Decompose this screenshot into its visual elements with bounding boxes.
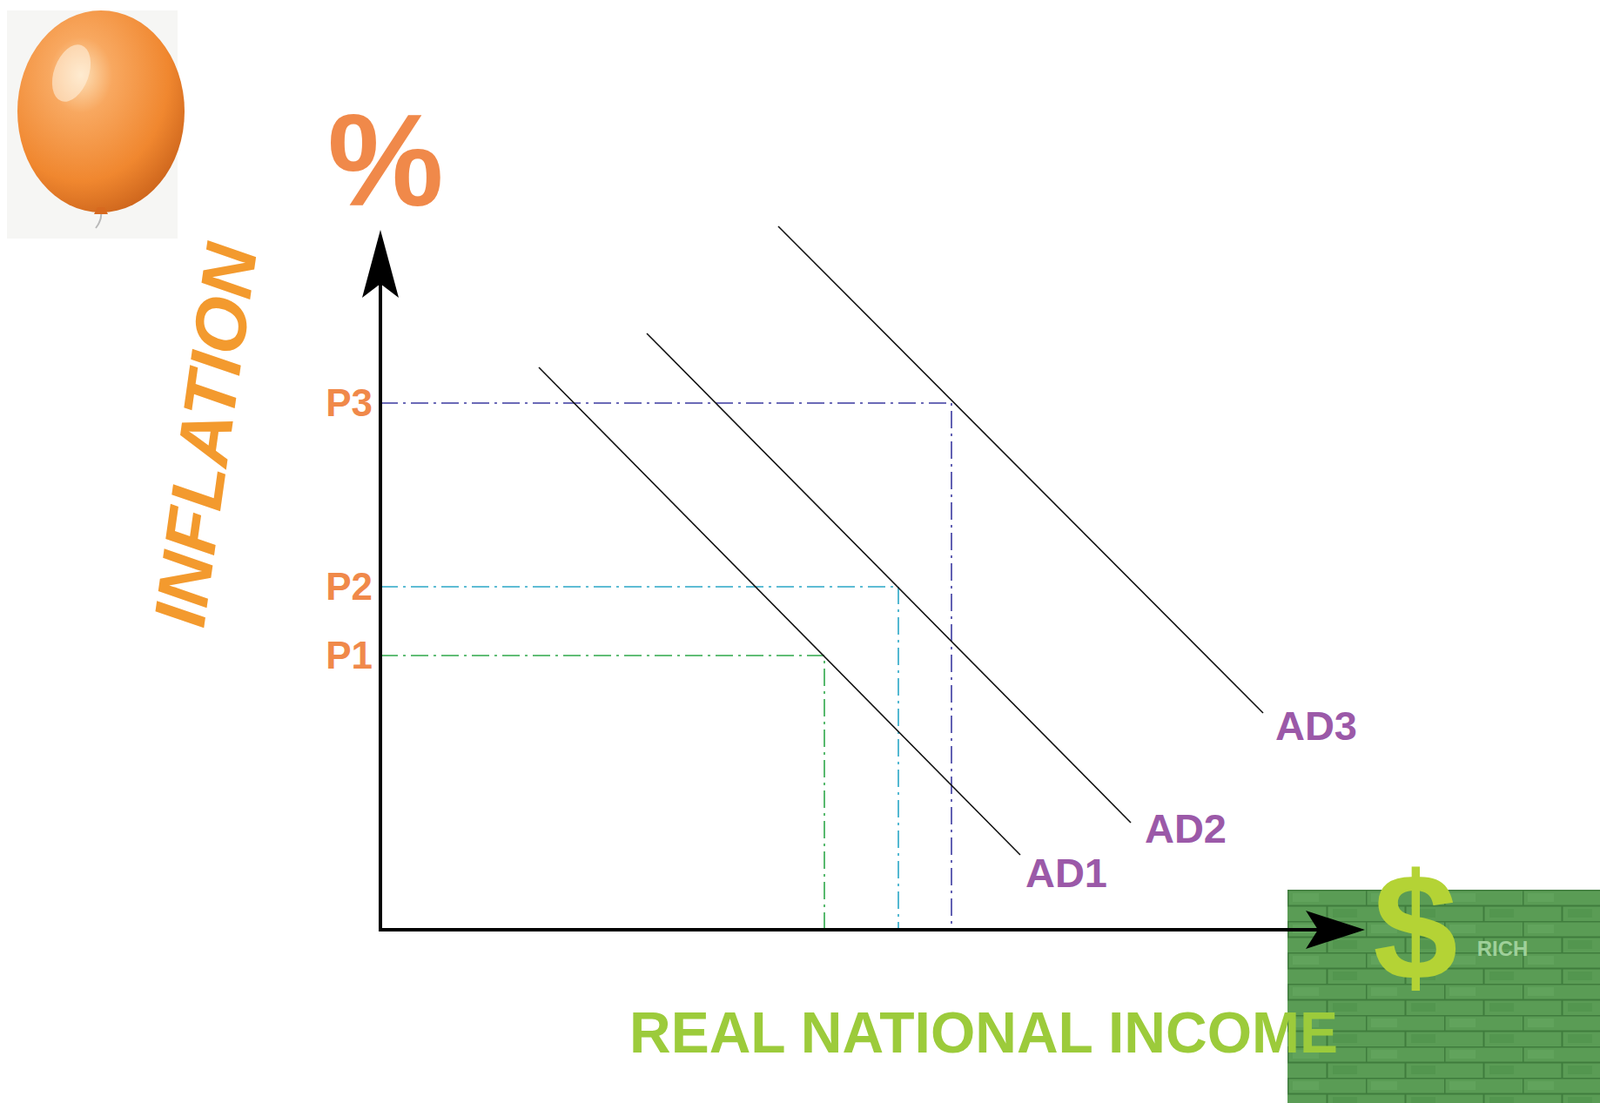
axis-title: INFLATION — [142, 239, 269, 631]
axis-title: REAL NATIONAL INCOME — [629, 1003, 1338, 1062]
p2-guide — [380, 586, 899, 930]
x-axis — [378, 927, 1319, 932]
balloon-knot — [94, 207, 108, 215]
p1-guide — [380, 655, 825, 930]
price-level: P2 — [325, 567, 373, 606]
ad2-curve — [646, 333, 1131, 823]
ad3-curve — [778, 226, 1264, 713]
price-level: P1 — [325, 636, 373, 675]
balloon-highlight — [45, 39, 99, 108]
x-axis-arrowhead — [1305, 910, 1365, 949]
p3-guide — [380, 403, 952, 930]
curve-label: AD1 — [1025, 852, 1108, 894]
y-axis — [378, 278, 383, 930]
watermark: RICH — [1477, 938, 1529, 960]
price-level: P3 — [325, 383, 373, 423]
curve-label: AD2 — [1144, 807, 1227, 849]
y-axis-arrowhead — [362, 229, 399, 298]
currency-symbol: $ — [1372, 850, 1458, 1003]
ad1-curve — [538, 367, 1021, 855]
balloon-body — [17, 10, 185, 213]
axis-unit: % — [327, 94, 444, 226]
balloon — [6, 10, 185, 239]
curve-label: AD3 — [1275, 705, 1358, 747]
